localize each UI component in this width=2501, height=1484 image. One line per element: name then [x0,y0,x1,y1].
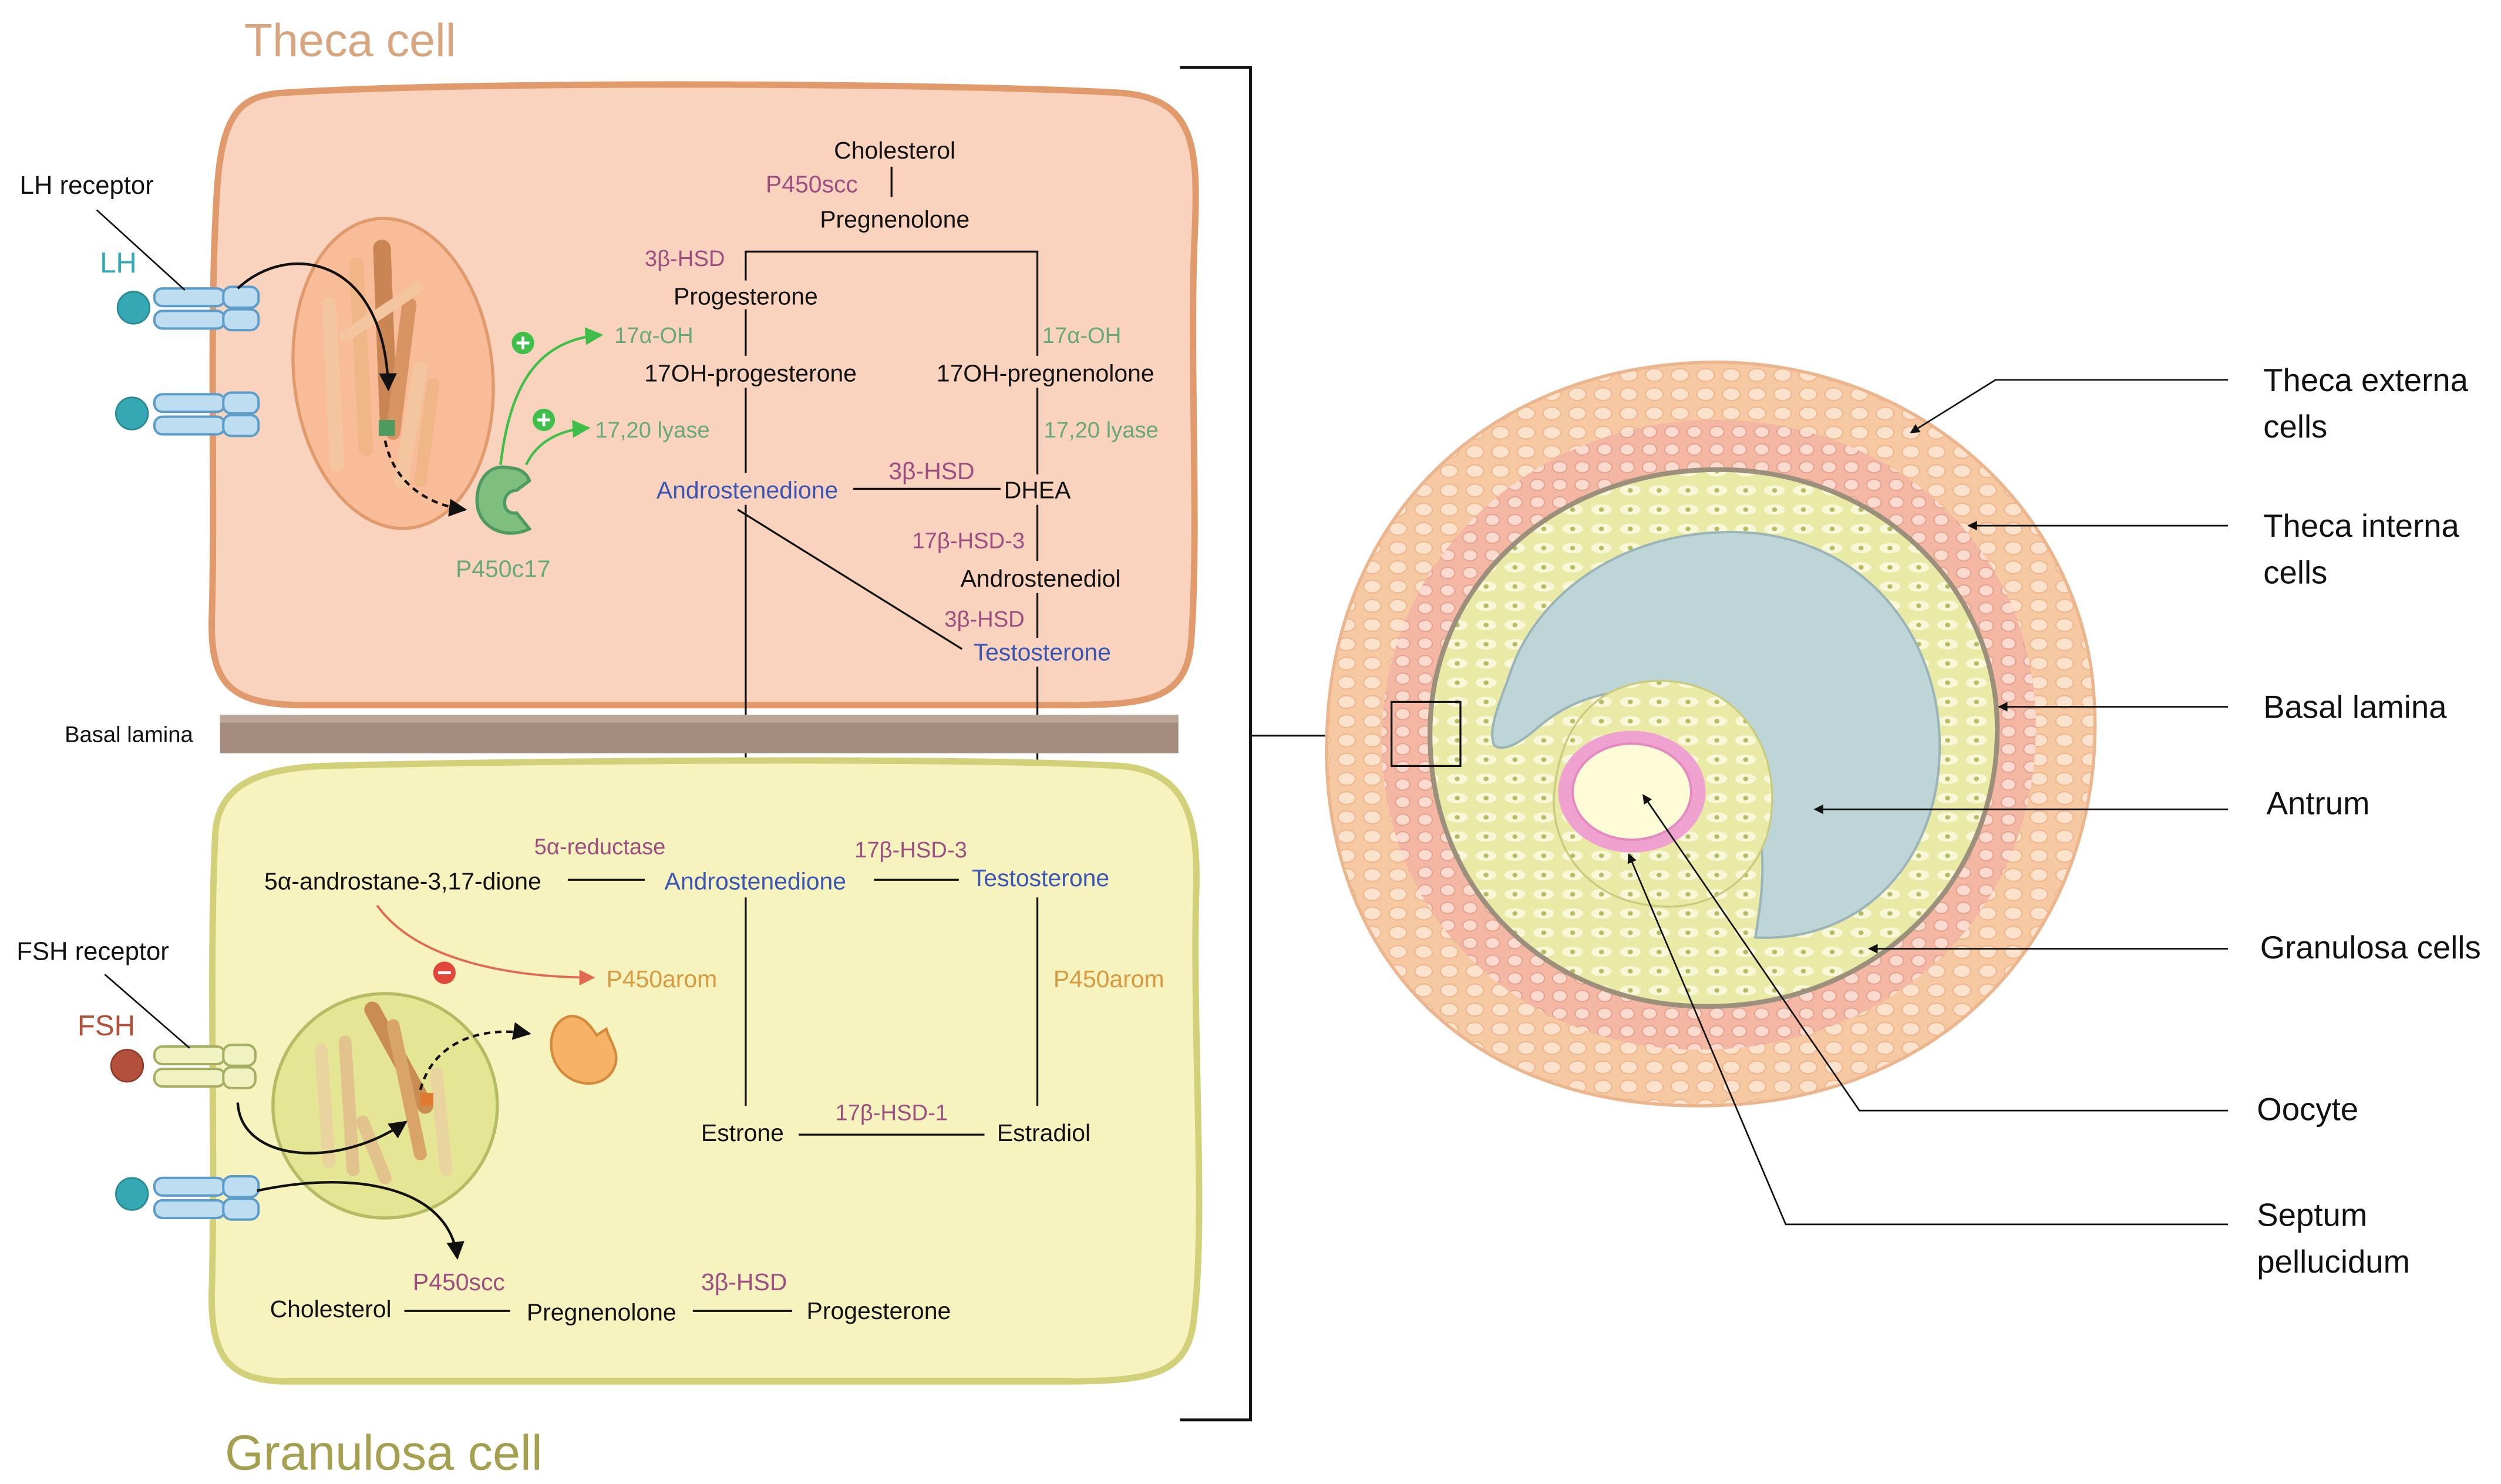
aromatase-expression-arrow [419,1022,531,1091]
gran-17b-hsd-1: 17β-HSD-1 [835,1101,948,1126]
theca-lyase-left: 17,20 lyase [595,418,709,443]
gran-p450arom-2: P450arom [1053,965,1164,992]
plus-circle-icon [511,331,534,355]
p450c17-label: P450c17 [456,555,551,582]
p450c17-enzyme [475,465,532,535]
gran-pregnenolone: Pregnenolone [527,1299,676,1326]
fsh-receptor-label: FSH receptor [16,937,169,966]
label-basal-lamina: Basal lamina [2263,689,2447,725]
lh-receptor-leader [96,209,186,291]
theca-3b-hsd-2: 3β-HSD [888,457,974,484]
lh-receptor-1 [153,285,260,332]
theca-cell-title: Theca cell [244,14,456,66]
gran-androstenedione: Androstenedione [665,868,846,895]
theca-androstenediol: Androstenediol [961,565,1121,592]
gene-expression-arrow [383,440,467,517]
theca-3b-hsd-3: 3β-HSD [944,607,1025,632]
lh-ligand-1 [116,291,151,325]
theca-progesterone: Progesterone [674,282,818,309]
oocyte-cell [1571,742,1693,842]
label-oocyte: Oocyte [2257,1092,2358,1128]
lh-receptor-3 [153,1175,260,1221]
lh-receptor-label: LH receptor [20,171,154,200]
lh-ligand-2 [115,396,149,430]
fsh-label: FSH [78,1010,135,1042]
theca-cell [208,81,1199,709]
gran-17b-hsd-3: 17β-HSD-3 [854,837,967,863]
stim-arrow-lyase [525,419,591,466]
theca-17oh-pregnenolone: 17OH-pregnenolone [937,359,1154,386]
follicle-leaders [1627,379,2229,1226]
minus-circle-icon [433,961,456,984]
lh-label: LH [100,247,137,279]
gran-progesterone: Progesterone [807,1297,951,1324]
p450arom-enzyme [550,1014,618,1085]
gran-p450arom-1: P450arom [606,965,717,992]
label-granulosa: Granulosa cells [2260,930,2481,965]
follicle [1325,361,2097,1108]
gran-estrone: Estrone [701,1119,784,1146]
gran-5a-reductase: 5α-reductase [534,834,666,860]
stim-arrow-17oh [499,327,604,465]
fsh-receptor [153,1044,257,1089]
gran-cholesterol: Cholesterol [270,1295,392,1323]
theca-testosterone: Testosterone [974,638,1111,665]
theca-17oh-right: 17α-OH [1042,323,1122,348]
granulosa-cell-title: Granulosa cell [225,1424,543,1480]
theca-17oh-left: 17α-OH [614,323,694,348]
label-antrum: Antrum [2267,785,2370,821]
theca-3b-hsd-1: 3β-HSD [645,246,725,271]
fsh-signal-arrow [236,1102,408,1155]
theca-17oh-progesterone: 17OH-progesterone [644,359,857,386]
zoom-bracket [1180,66,1252,1422]
theca-dhea: DHEA [1004,477,1071,504]
theca-lyase-right: 17,20 lyase [1044,418,1158,443]
gran-testosterone: Testosterone [972,864,1109,891]
basal-lamina-highlight [220,715,1179,723]
gran-p450scc: P450scc [413,1268,505,1295]
plus-circle-icon [532,408,556,432]
theca-pathway-lines [737,166,1039,650]
theca-androstenedione: Androstenedione [657,477,838,504]
gran-androstane: 5α-androstane-3,17-dione [264,868,541,895]
granulosa-pathway-lines [404,879,1039,1312]
lh-signal-arrow [237,263,397,392]
gran-estradiol: Estradiol [997,1119,1090,1146]
theca-17b-hsd-3: 17β-HSD-3 [912,528,1025,553]
lh-ligand-3 [115,1177,149,1211]
lh-receptor-2 [153,391,260,438]
zoom-box [1391,701,1462,768]
lh-granulosa-arrow [257,1181,464,1260]
theca-pregnenolone: Pregnenolone [820,206,970,233]
theca-p450scc: P450scc [766,170,858,197]
fsh-ligand [110,1049,144,1083]
granulosa-cell [208,757,1203,1385]
inhibit-arrow [376,904,595,986]
gran-3b-hsd: 3β-HSD [701,1268,787,1295]
fsh-receptor-leader [104,974,190,1049]
theca-cholesterol: Cholesterol [834,137,955,164]
basal-lamina-label-left: Basal lamina [65,722,193,748]
